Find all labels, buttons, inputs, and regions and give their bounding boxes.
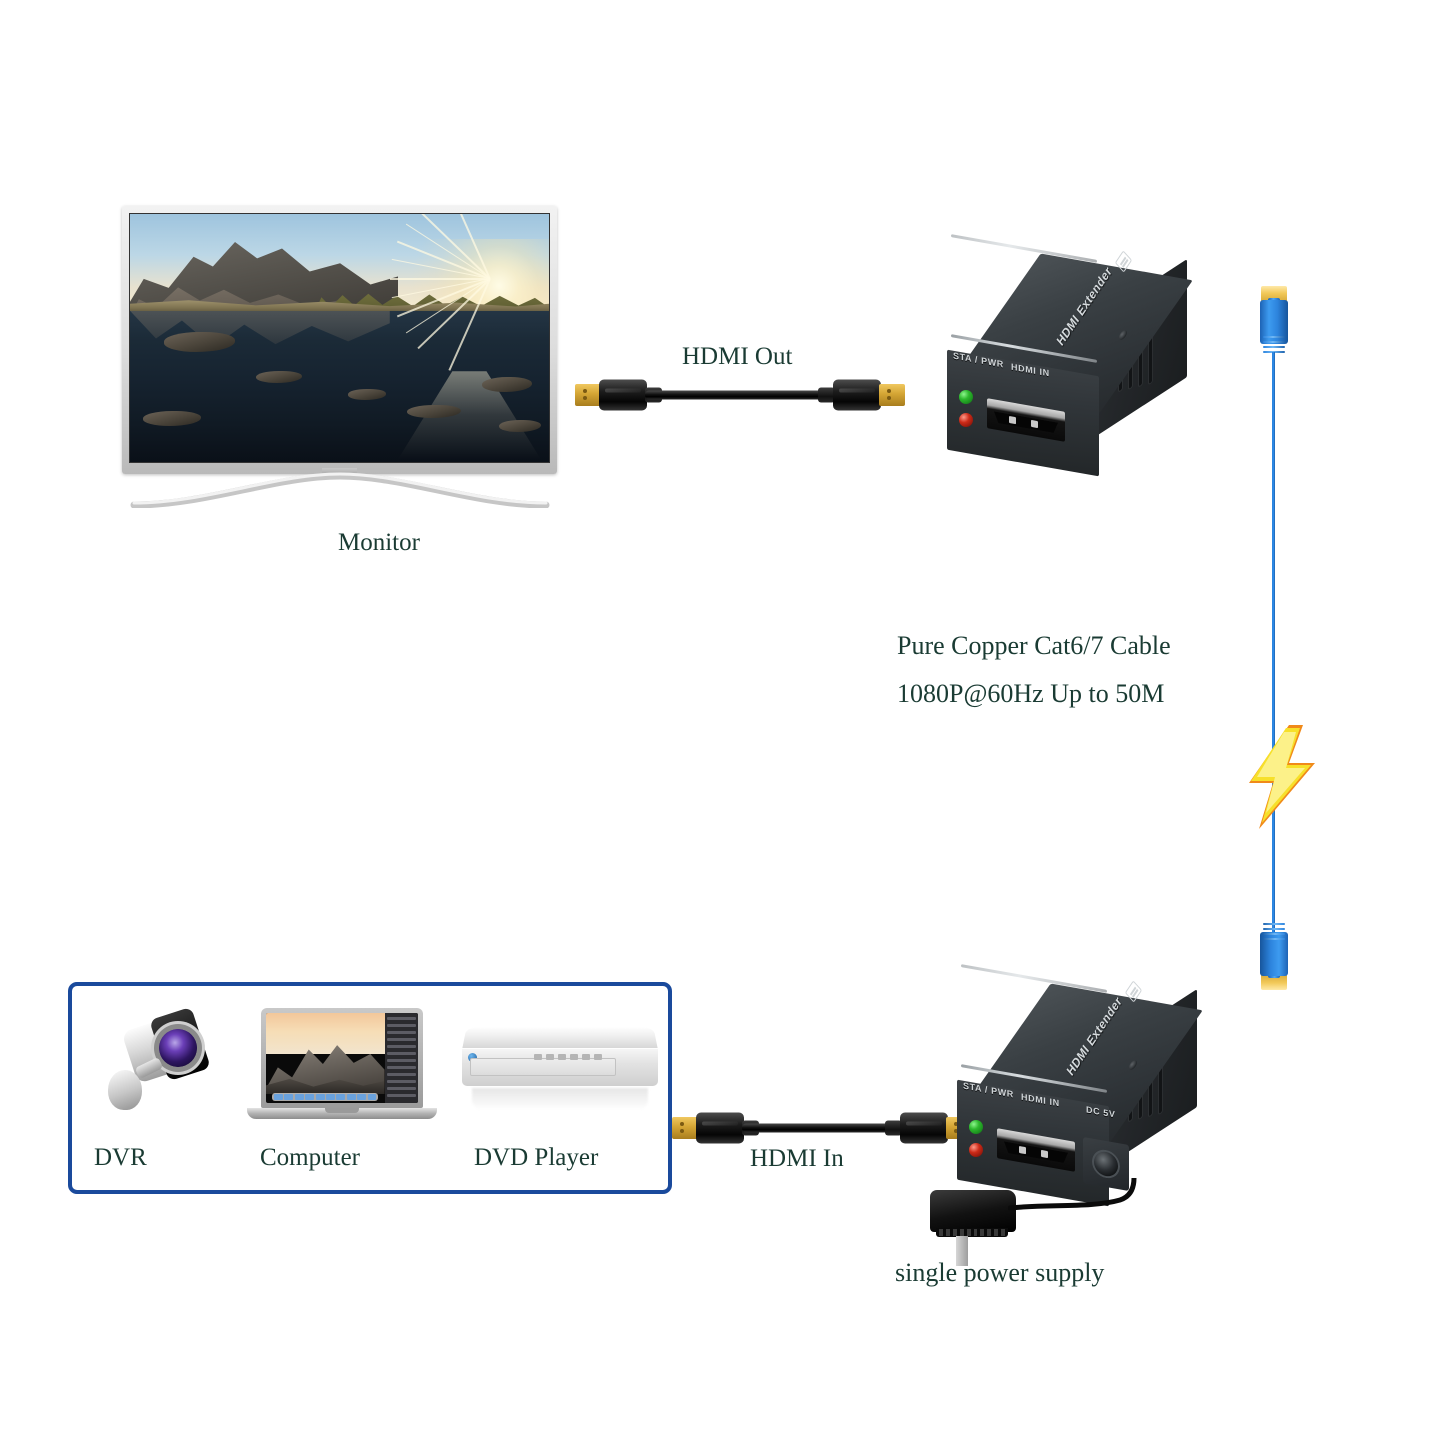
dvd-button [534,1054,542,1060]
screen-water [130,310,549,462]
hdmi-head-left [696,1112,744,1144]
tv-screen [129,213,550,463]
rj45-connector-bottom [1253,916,1295,990]
transmitter-extender-unit: HDMI Extender STA / PWR HDMI IN DC 5V [945,945,1205,1215]
hdmi-plug-right [879,384,905,406]
hdmi-ferrite-right [818,387,835,403]
adapter-wall-pin [956,1236,968,1266]
hdmi-wire [742,1123,902,1133]
source-label-dvr: DVR [94,1144,147,1171]
screen-rock [498,419,541,432]
monitor-label: Monitor [338,529,420,556]
power-adapter-icon [930,1175,1140,1274]
hdmi-head-right [833,379,881,411]
dvd-front-face [462,1048,658,1086]
dvd-button [570,1054,578,1060]
dvd-button [558,1054,566,1060]
screen-rock [406,404,461,419]
screen-rock [142,410,202,426]
hdmi-ferrite-right [885,1120,902,1136]
source-label-dvd-player: DVD Player [474,1144,599,1171]
laptop-dock [272,1093,379,1102]
dvd-top-surface [462,1027,658,1050]
dvd-disc-tray [470,1058,616,1076]
receiver-extender-unit: HDMI Extender STA / PWR HDMI IN [935,215,1195,485]
hdmi-plug-left [672,1117,698,1139]
rj45-connector-top [1253,286,1295,360]
lightning-bolt-icon [1243,723,1329,831]
dvd-button [594,1054,602,1060]
hdmi-wire [645,390,835,400]
power-supply-label: single power supply [895,1258,1105,1287]
receiver-power-led-red [959,413,973,427]
hdmi-out-label: HDMI Out [682,343,793,370]
tv-neck [322,468,357,477]
hdmi-head-right [900,1112,948,1144]
laptop-wallpaper-sky [266,1013,385,1055]
source-label-computer: Computer [260,1144,360,1171]
cable-spec-line-1: Pure Copper Cat6/7 Cable [897,631,1171,660]
rj45-strain-boot [1263,916,1285,940]
hdmi-plug-left [575,384,601,406]
cat-cable-lower-segment [1272,772,1275,932]
dvd-button [582,1054,590,1060]
laptop-lid [261,1008,423,1108]
receiver-trim-top [951,234,1097,263]
hdmi-cable-top [575,365,905,425]
adapter-prong-strip [936,1228,1008,1237]
security-camera-icon [102,1006,222,1126]
dvd-reflection [472,1088,648,1110]
cable-spec-line-2: 1080P@60Hz Up to 50M [897,679,1165,708]
dvd-power-indicator [468,1053,477,1062]
adapter-body [930,1190,1016,1232]
screen-rock [163,331,235,352]
transmitter-trim-top [961,964,1107,993]
adapter-cord [1007,1175,1140,1231]
monitor-illustration [122,206,557,508]
laptop-icon [247,1008,437,1132]
dvd-player-icon [462,1024,658,1120]
transmitter-status-led-green [969,1120,983,1134]
transmitter-power-led-red [969,1143,983,1157]
rj45-gold-contacts [1261,286,1287,302]
laptop-side-panel [384,1013,418,1103]
tv-stand [126,472,554,508]
screen-rock [481,377,533,393]
source-devices-group: DVR Computer DVD Player [68,982,672,1194]
screen-sun-ray [390,278,491,281]
tv-bezel [122,206,557,474]
screen-rock [255,371,302,384]
camera-mount [108,1070,142,1110]
laptop-screen [266,1013,418,1103]
laptop-base [247,1108,437,1119]
laptop-notch [325,1108,359,1113]
hdmi-head-left [599,379,647,411]
cat-cable-upper-segment [1272,352,1275,772]
camera-lens [159,1029,197,1067]
receiver-status-led-green [959,390,973,404]
hdmi-in-label: HDMI In [750,1145,844,1172]
dvd-button [546,1054,554,1060]
screen-rock [347,389,386,400]
hdmi-cable-bottom [672,1098,972,1158]
